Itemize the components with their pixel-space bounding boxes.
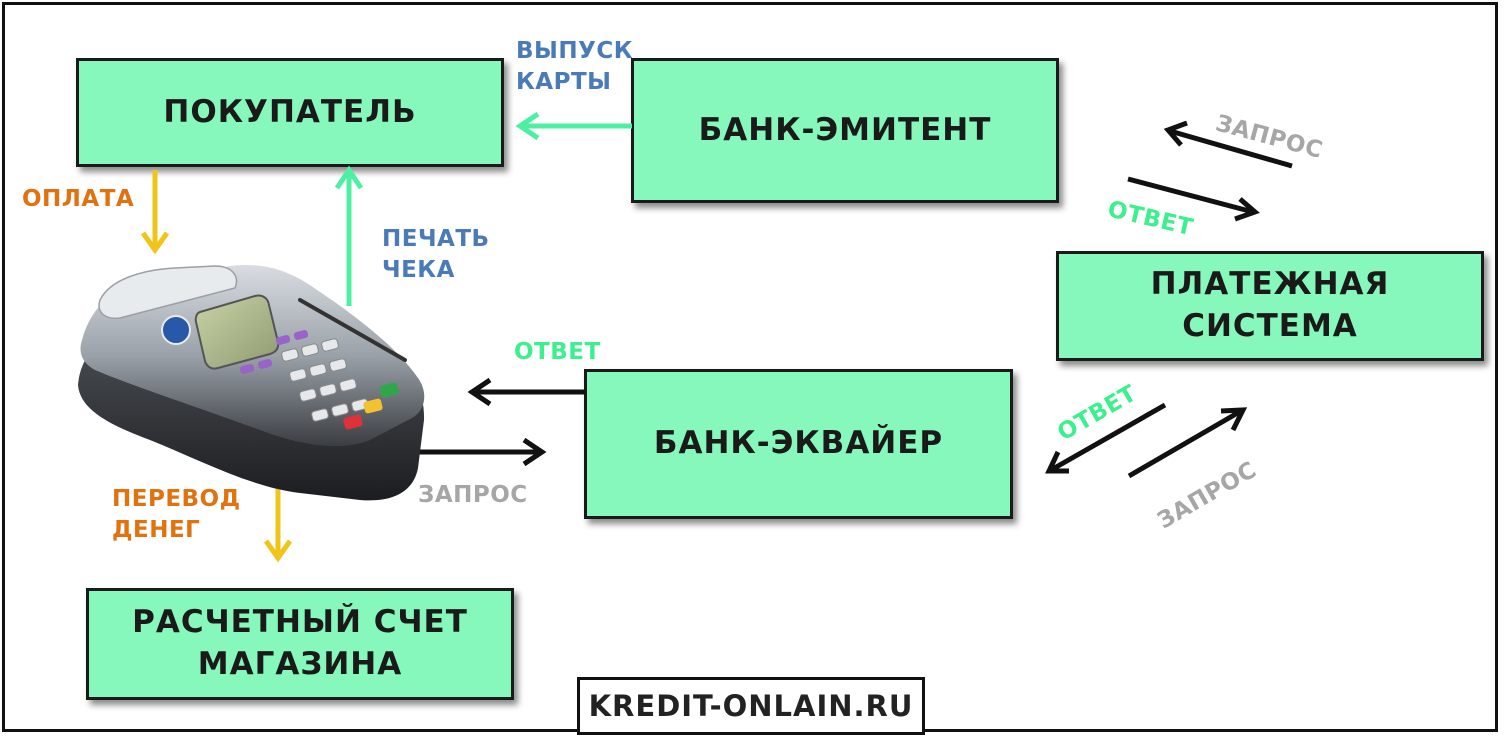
- payment-arrow: [140, 170, 170, 255]
- pos-terminal-icon: [78, 265, 425, 501]
- payment-system-label-line1: ПЛАТЕЖНАЯ: [1150, 266, 1390, 303]
- system-response-arrow: [1045, 402, 1167, 474]
- receipt-label-line1: ПЕЧАТЬ: [382, 226, 490, 252]
- store-account-label-line2: МАГАЗИНА: [197, 646, 403, 682]
- transfer-arrow: [263, 478, 293, 563]
- store-account-box: РАСЧЕТНЫЙ СЧЕТ МАГАЗИНА: [86, 588, 514, 700]
- buyer-label: ПОКУПАТЕЛЬ: [163, 93, 417, 130]
- acquirer-request-label: ЗАПРОС: [418, 482, 528, 508]
- issuer-bank-box: БАНК-ЭМИТЕНТ: [631, 58, 1059, 203]
- acquirer-bank-box: БАНК-ЭКВАЙЕР: [584, 369, 1013, 519]
- acquirer-bank-label: БАНК-ЭКВАЙЕР: [653, 425, 944, 462]
- acquirer-response-label: ОТВЕТ: [514, 339, 601, 365]
- issuer-response-arrow: [1127, 176, 1260, 222]
- payment-system-box: ПЛАТЕЖНАЯ СИСТЕМА: [1056, 251, 1484, 361]
- site-brand: KREDIT-ONLAIN.RU: [577, 677, 925, 735]
- transfer-label-line2: ДЕНЕГ: [112, 517, 201, 544]
- acquirer-request-arrow: [416, 437, 547, 467]
- card-issue-arrow: [515, 111, 632, 141]
- receipt-arrow: [334, 165, 364, 306]
- receipt-label-line2: ЧЕКА: [382, 257, 455, 284]
- store-account-label-line1: РАСЧЕТНЫЙ СЧЕТ: [132, 604, 468, 641]
- receipt-label: ПЕЧАТЬ ЧЕКА: [382, 224, 490, 286]
- transfer-label-line1: ПЕРЕВОД: [112, 486, 241, 512]
- acquirer-response-arrow: [467, 377, 585, 407]
- system-request-arrow: [1127, 407, 1248, 479]
- issuer-bank-label: БАНК-ЭМИТЕНТ: [698, 111, 992, 148]
- payment-label: ОПЛАТА: [22, 186, 135, 212]
- card-issue-label: ВЫПУСК КАРТЫ: [516, 36, 633, 98]
- card-issue-label-line2: КАРТЫ: [516, 69, 612, 96]
- payment-system-label-line2: СИСТЕМА: [1182, 308, 1358, 344]
- site-brand-text: KREDIT-ONLAIN.RU: [588, 689, 914, 723]
- issuer-request-arrow: [1163, 120, 1293, 169]
- card-issue-label-line1: ВЫПУСК: [516, 38, 634, 64]
- buyer-box: ПОКУПАТЕЛЬ: [76, 58, 504, 167]
- transfer-label: ПЕРЕВОД ДЕНЕГ: [112, 484, 241, 546]
